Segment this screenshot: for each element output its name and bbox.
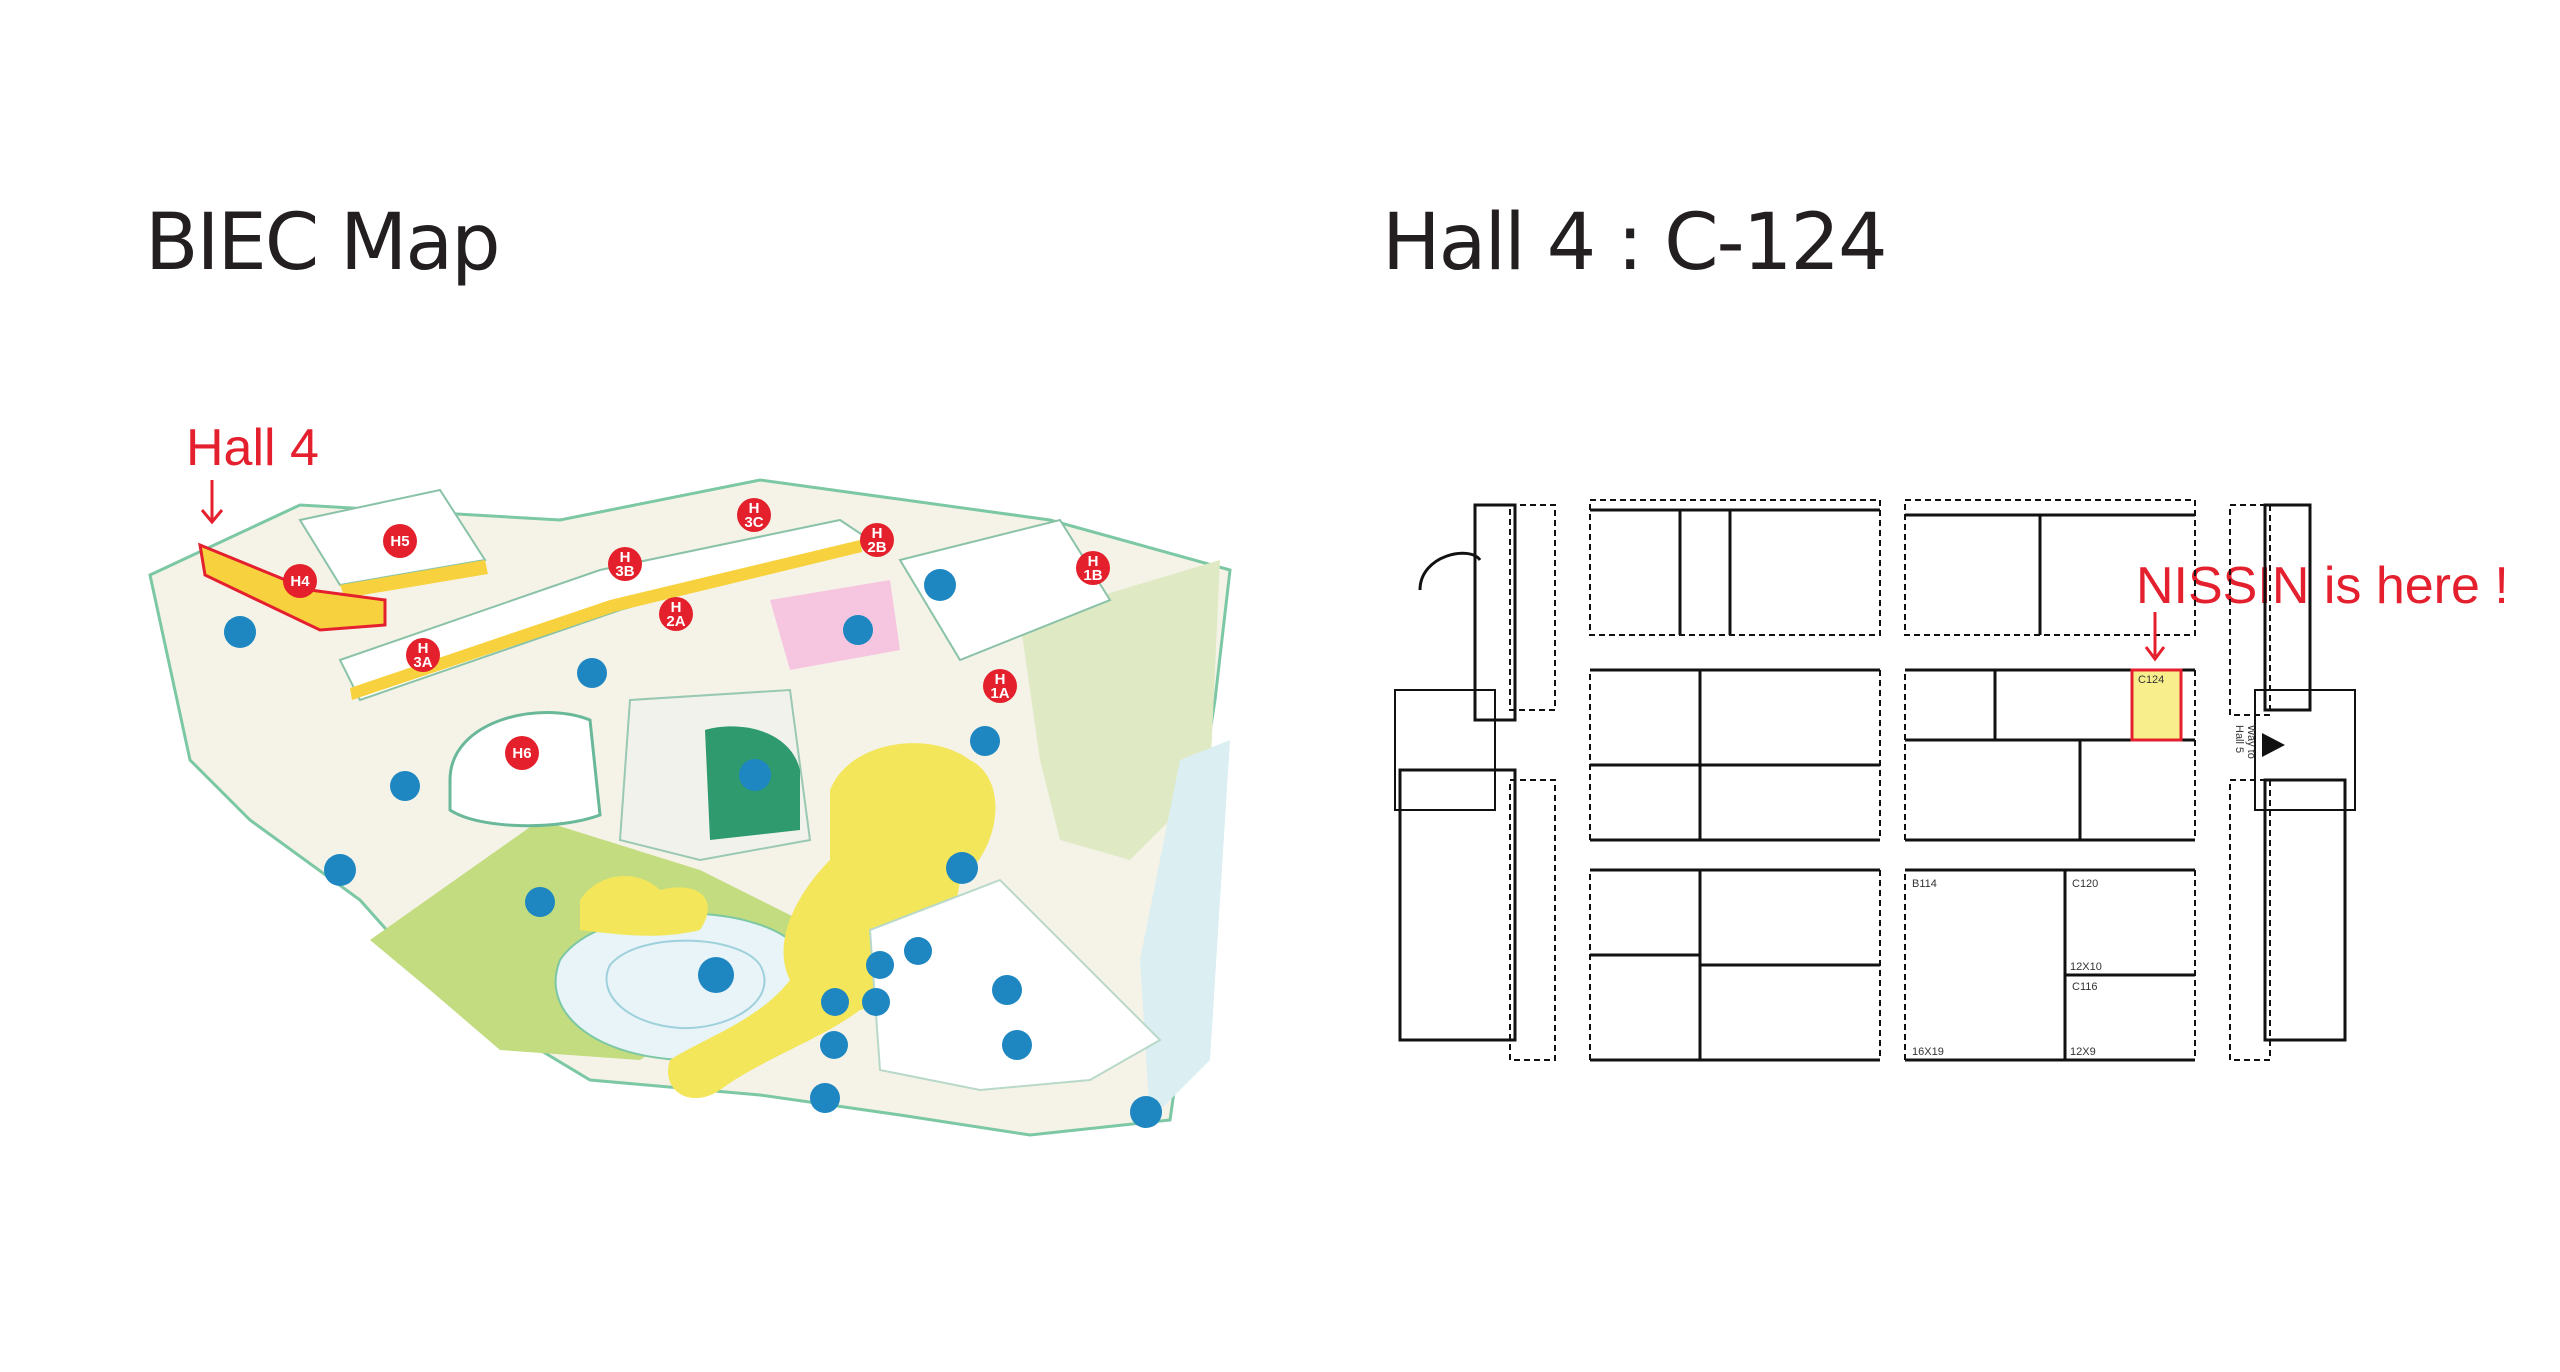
lake-fountain-icon[interactable] <box>698 957 734 993</box>
toilet-icon[interactable] <box>821 988 849 1016</box>
h1a-marker[interactable] <box>983 669 1017 703</box>
gate-icon[interactable] <box>1130 1096 1162 1128</box>
bar-icon[interactable] <box>946 852 978 884</box>
halls-3-stripe <box>350 540 862 700</box>
h3c-marker-label: 3C <box>744 514 763 531</box>
h1b-marker-label: H <box>1088 553 1099 570</box>
h5-marker[interactable] <box>383 524 417 558</box>
booth-c124-highlight[interactable] <box>2130 668 2183 742</box>
way-to-label-line2: Hall 5 <box>2233 725 2245 753</box>
water-edge <box>1140 740 1230 1120</box>
h1a-marker-label: H <box>995 671 1006 688</box>
booth-c120-label: C120 <box>2072 878 2098 890</box>
restaurant-icon[interactable] <box>224 616 256 648</box>
hall4-annotation: Hall 4 <box>186 419 319 477</box>
gate-icon[interactable] <box>810 1083 840 1113</box>
booth-dim-12x10: 12X10 <box>2070 961 2102 973</box>
h3b-marker-label: 3B <box>615 563 634 580</box>
h3a-marker-label: H <box>418 640 429 657</box>
h6-marker-label: H6 <box>512 745 531 762</box>
food-icon[interactable] <box>924 569 956 601</box>
restroom-icon[interactable] <box>862 988 890 1016</box>
food-court-icon[interactable] <box>843 615 873 645</box>
gate-icon[interactable] <box>1002 1030 1032 1060</box>
right-wing-booth-column <box>2229 504 2271 716</box>
h2b-marker-label: 2B <box>867 539 886 556</box>
right-lobby <box>2254 689 2356 811</box>
left-lobby <box>1394 689 1496 811</box>
biec-map-title: BIEC Map <box>145 198 501 288</box>
h3a-marker-label: 3A <box>413 654 432 671</box>
h3c-marker[interactable] <box>737 498 771 532</box>
h2a-marker-label: H <box>671 599 682 616</box>
fountain-icon[interactable] <box>525 887 555 917</box>
atm-icon[interactable] <box>820 1031 848 1059</box>
h2a-marker[interactable] <box>659 597 693 631</box>
h3b-marker-label: H <box>620 549 631 566</box>
direction-arrow-icon <box>2262 733 2285 757</box>
tree-cluster-east <box>668 743 996 1099</box>
hall4-booth-title: Hall 4 : C-124 <box>1382 198 1888 288</box>
booth-b114-label: B114 <box>1912 878 1937 890</box>
nissin-annotation: NISSIN is here ! <box>2136 557 2509 615</box>
parking-area <box>1020 560 1220 860</box>
booth-c124-label: C124 <box>2138 674 2164 686</box>
h3b-marker[interactable] <box>608 547 642 581</box>
settings-icon[interactable] <box>390 771 420 801</box>
right-wing-booth-column-2 <box>2229 779 2271 1061</box>
left-wing-booth-column <box>1509 504 1556 711</box>
h1b-marker-label: 1B <box>1083 567 1102 584</box>
h1b-marker[interactable] <box>1076 551 1110 585</box>
hall-2b-pink <box>770 580 900 670</box>
booth-c116-label: C116 <box>2072 981 2097 993</box>
h3a-marker[interactable] <box>406 638 440 672</box>
bus-stop-icon[interactable] <box>577 658 607 688</box>
amenity-icons <box>224 569 1162 1128</box>
h1a-marker-label: 1A <box>990 685 1009 702</box>
right-wing-bottom <box>2263 778 2347 1042</box>
block-a-top <box>1589 499 1881 636</box>
info-icon[interactable] <box>970 726 1000 756</box>
h3c-marker-label: H <box>749 500 760 517</box>
left-wing-bottom <box>1398 768 1517 1042</box>
left-wing-booth-column-2 <box>1509 779 1556 1061</box>
booth-dim-16x19: 16X19 <box>1912 1046 1944 1058</box>
nissin-arrowhead <box>2144 646 2166 662</box>
h2a-marker-label: 2A <box>666 613 685 630</box>
hall4-arrowhead <box>200 509 224 525</box>
hall4-floorplan <box>1394 499 2356 1062</box>
booth-labels: C124 B114 C120 C116 12X10 16X19 12X9 Way… <box>1912 674 2257 1058</box>
way-to-label-line1: Way to <box>2245 725 2257 759</box>
gate-icon[interactable] <box>324 854 356 886</box>
h4-marker[interactable] <box>283 564 317 598</box>
shop-icon[interactable] <box>866 951 894 979</box>
h2b-marker[interactable] <box>860 523 894 557</box>
block-f-bottom <box>1904 869 2196 1061</box>
disabled-access-icon[interactable] <box>992 975 1022 1005</box>
h6-marker[interactable] <box>505 736 539 770</box>
left-wing-curve <box>1418 551 1482 591</box>
halls-1-block <box>898 518 1112 662</box>
tree-cluster-west <box>580 876 708 936</box>
gate-icon[interactable] <box>904 937 932 965</box>
h2b-marker-label: H <box>872 525 883 542</box>
booth-dim-12x9: 12X9 <box>2070 1046 2096 1058</box>
block-c-mid <box>1589 669 1881 841</box>
block-b-top <box>1904 499 2196 636</box>
right-wing-top <box>2263 503 2312 712</box>
people-icon[interactable] <box>739 759 771 791</box>
h5-marker-label: H5 <box>390 533 409 550</box>
h4-marker-label: H4 <box>290 573 310 590</box>
lake-contour <box>605 939 766 1030</box>
hall5-stripe <box>340 560 488 598</box>
